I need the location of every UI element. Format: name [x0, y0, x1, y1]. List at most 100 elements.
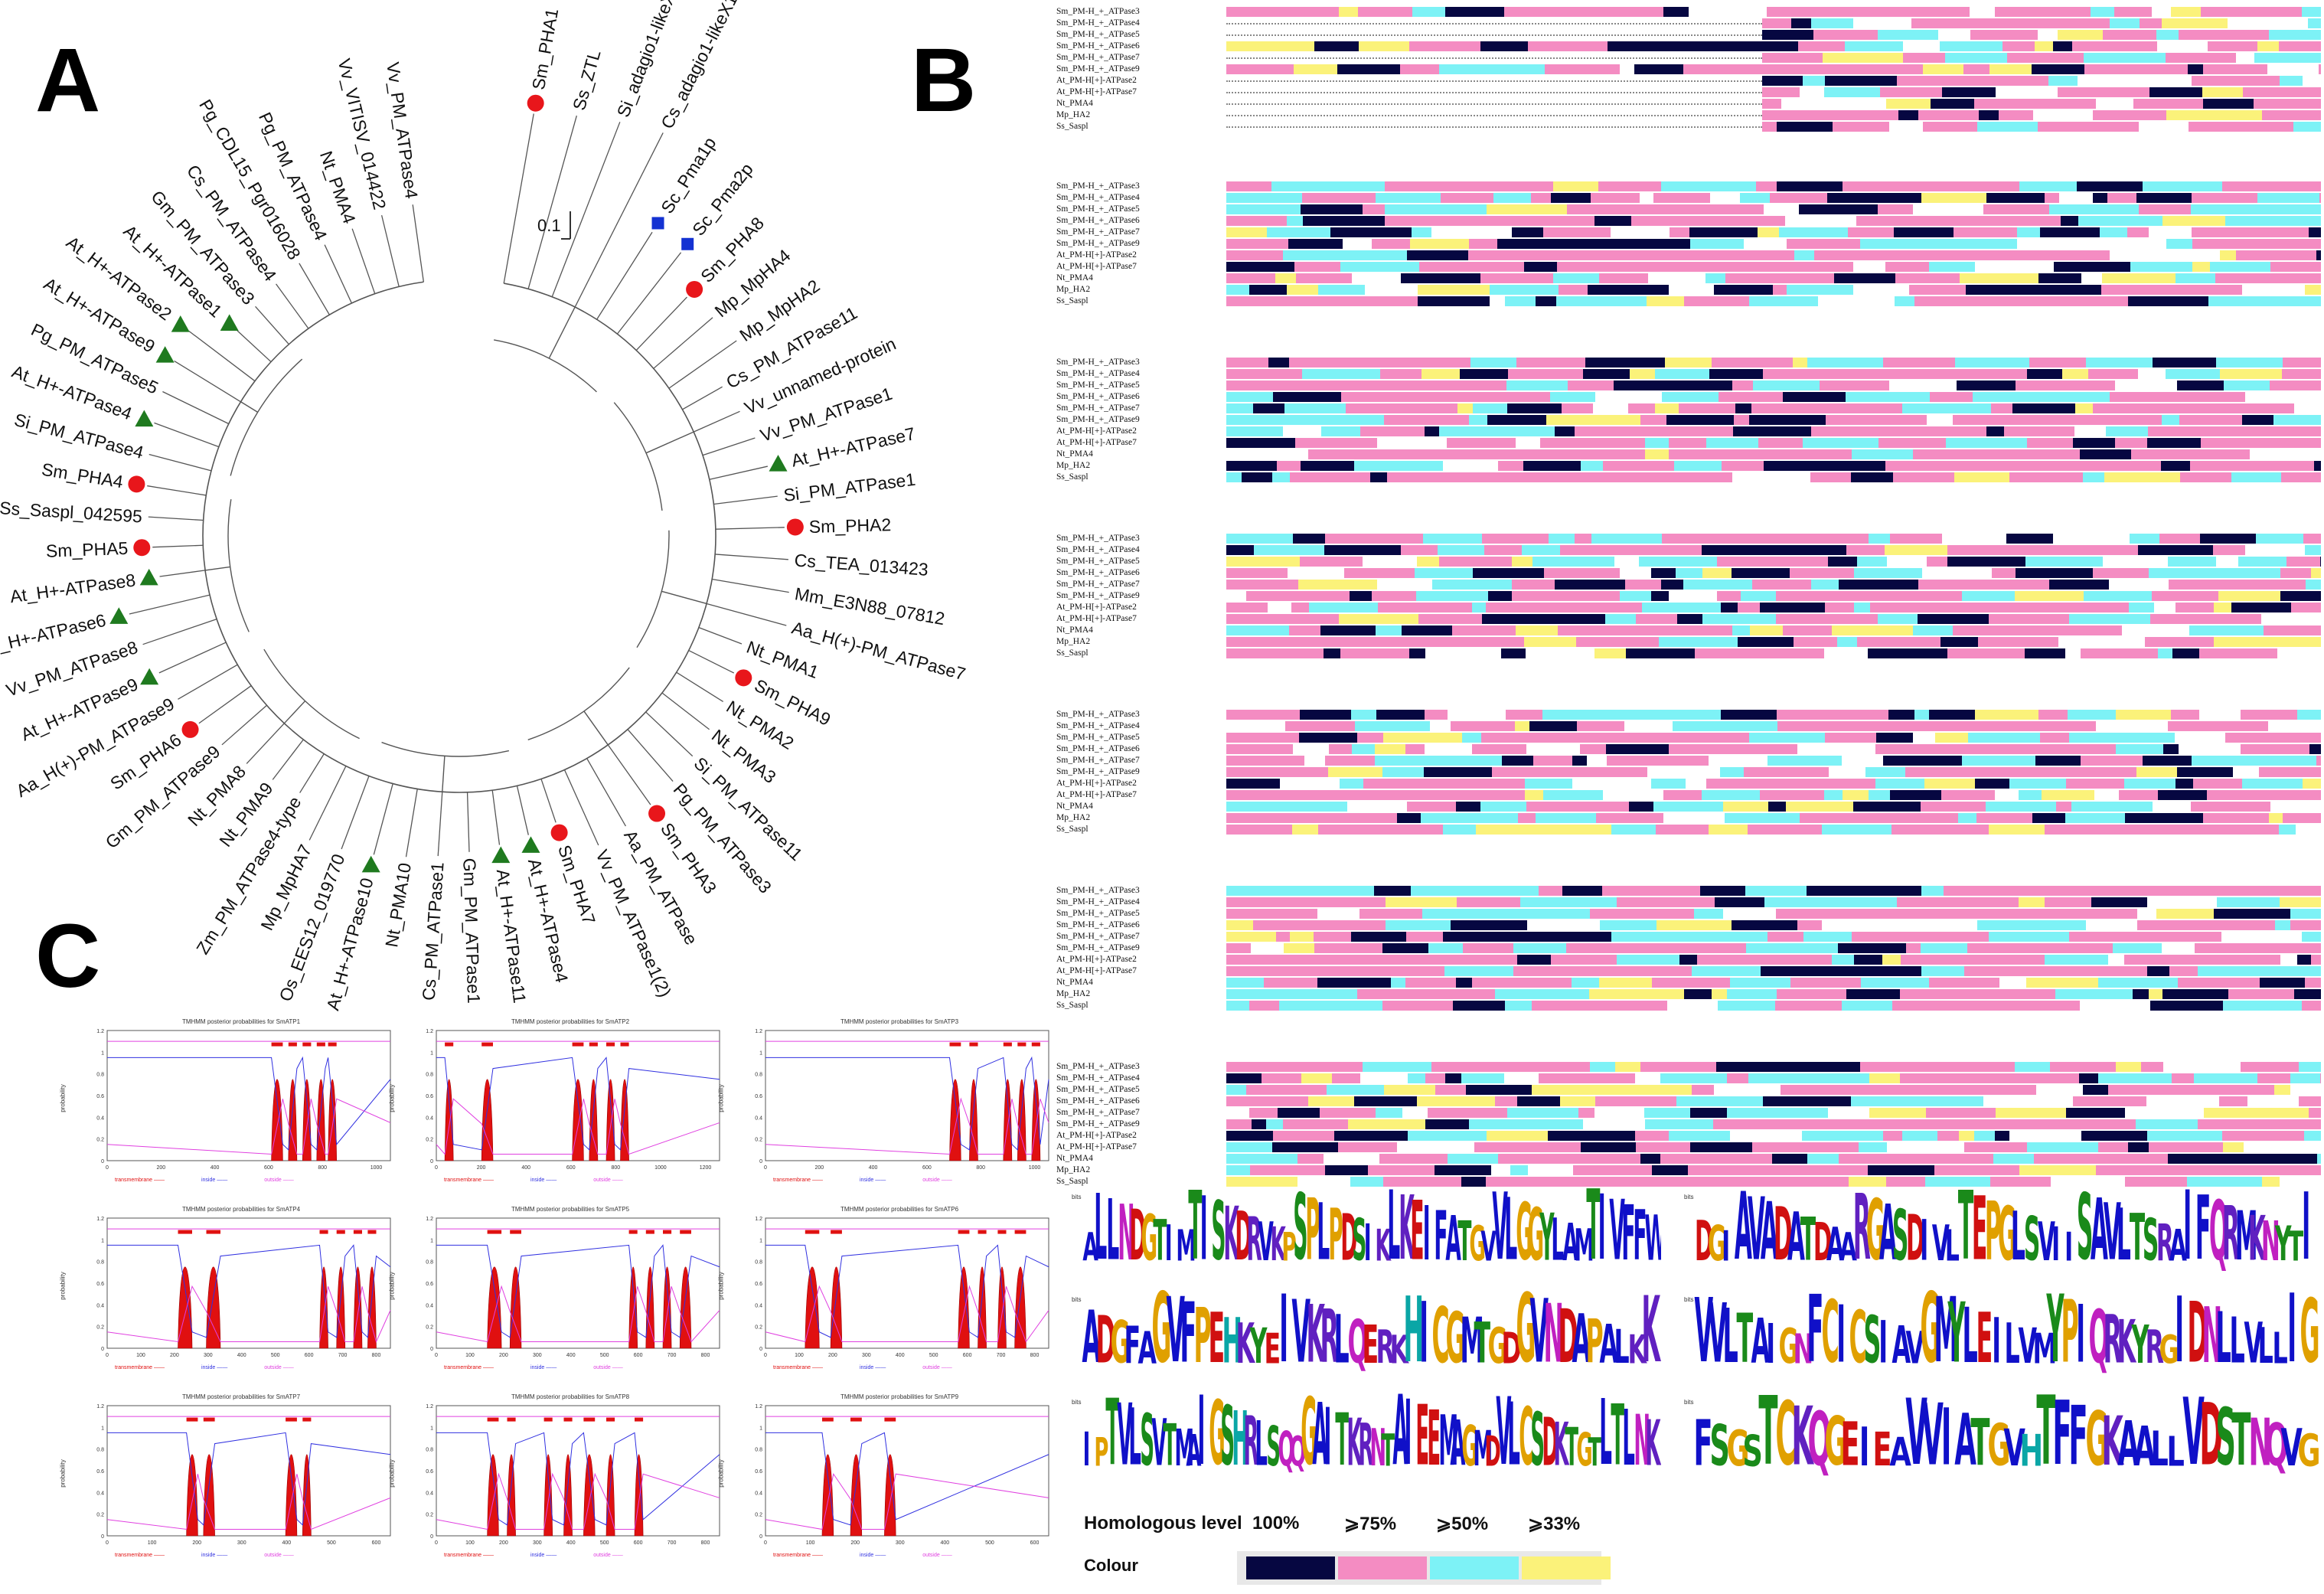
tmhmm-x-tick: 0	[435, 1540, 438, 1546]
tmhmm-plot: TMHMM posterior probabilities for SmATP9…	[718, 1393, 1056, 1566]
legend-title: Homologous level	[1084, 1513, 1242, 1534]
logo-axis-label: bits	[1072, 1194, 1082, 1200]
alignment-sequence-name: Sm_PM-H_+_ATPase5	[1056, 909, 1140, 918]
tmhmm-x-tick: 0	[106, 1165, 109, 1171]
logo-letter: I	[2175, 1288, 2184, 1376]
logo-letter: L	[1962, 1292, 1978, 1376]
tmhmm-x-tick: 300	[896, 1540, 905, 1546]
triangle-marker-icon	[171, 315, 190, 332]
logo-letter: V	[1905, 1390, 1927, 1478]
logo-letter: R	[2156, 1213, 2174, 1272]
tree-leaf-label: At_H+-ATPase8	[8, 570, 136, 606]
logo-letter: C	[1774, 1390, 1796, 1478]
logo-letter: G	[1778, 1318, 1800, 1374]
logo-letter: L	[2004, 1311, 2020, 1376]
tmhmm-x-tick: 600	[372, 1540, 381, 1546]
tmhmm-y-tick: 0.8	[755, 1260, 762, 1266]
logo-letter: G	[1301, 1390, 1317, 1478]
logo-letter: A	[1751, 1305, 1770, 1376]
tmhmm-x-tick: 1000	[370, 1165, 383, 1171]
logo-letter: I	[1836, 1289, 1846, 1376]
logo-letter: T	[2035, 1390, 2056, 1478]
logo-letter: I	[2065, 1223, 2074, 1270]
tmhmm-y-tick: 0.8	[96, 1448, 104, 1453]
logo-letter: A	[2090, 1185, 2108, 1273]
logo-letter: I	[1279, 1288, 1288, 1376]
tmhmm-plot-title: TMHMM posterior probabilities for SmATP3	[840, 1018, 959, 1025]
circle-marker-icon	[550, 824, 568, 841]
logo-letter: V	[1492, 1185, 1509, 1273]
alignment-sequence-name: At_PM-H[+]-ATPase2	[1056, 955, 1137, 964]
logo-letter: V	[1609, 1185, 1626, 1273]
logo-letter: N	[2202, 1291, 2222, 1376]
tmhmm-y-tick: 1	[430, 1426, 433, 1431]
alignment-sequence-name: Sm_PM-H_+_ATPase3	[1056, 710, 1140, 719]
tmhmm-x-tick: 200	[850, 1540, 860, 1546]
logo-letter: L	[2272, 1323, 2288, 1374]
logo-letter: L	[1945, 1220, 1960, 1271]
alignment-sequence-name: Sm_PM-H_+_ATPase9	[1056, 767, 1140, 776]
logo-letter: Y	[1947, 1288, 1966, 1376]
logo-letter: V	[1258, 1210, 1275, 1273]
tmhmm-legend-item: outside ——	[593, 1178, 623, 1183]
tmhmm-x-tick: 400	[521, 1165, 530, 1171]
tmhmm-x-tick: 200	[192, 1540, 201, 1546]
alignment-row	[1226, 1073, 2321, 1083]
alignment-row	[1226, 239, 2321, 249]
logo-letter: E	[1410, 1185, 1425, 1273]
logo-letter: A	[1839, 1224, 1858, 1270]
logo-letter: T	[1105, 1390, 1120, 1478]
tree-leaf-label: Si_PM_ATPase1	[782, 469, 916, 505]
logo-letter: K	[2117, 1308, 2136, 1376]
alignment-sequence-name: Mp_HA2	[1056, 110, 1091, 119]
tree-leaf-label: Nt_PMA1	[744, 637, 821, 682]
tmhmm-plot: TMHMM posterior probabilities for SmATP1…	[60, 1018, 398, 1191]
logo-letter: V	[2018, 1318, 2038, 1374]
logo-letter: G	[1469, 1216, 1486, 1272]
logo-letter: G	[1110, 1308, 1131, 1376]
logo-letter: S	[2077, 1185, 2094, 1273]
tmhmm-x-tick: 400	[566, 1353, 576, 1358]
logo-letter: N	[1634, 1400, 1651, 1478]
logo-letter: S	[1892, 1194, 1909, 1273]
logo-letter: Q	[2208, 1185, 2228, 1273]
alignment-sequence-name: At_PM-H[+]-ATPase2	[1056, 76, 1137, 85]
logo-letter: C	[1821, 1288, 1839, 1376]
tmhmm-legend-item: outside ——	[593, 1553, 623, 1558]
logo-letter: E	[1971, 1185, 1987, 1273]
homology-legend: Homologous level 100% ⩾75% ⩾50% ⩾33% Col…	[1084, 1507, 1611, 1591]
alignment-row	[1226, 193, 2321, 203]
logo-letter: F	[1434, 1197, 1448, 1273]
tree-leaf-label: Cs_TEA_013423	[794, 550, 929, 579]
logo-letter: H	[1232, 1395, 1249, 1478]
logo-letter: V	[1905, 1321, 1925, 1374]
logo-letter: S	[2024, 1204, 2041, 1273]
logo-letter: R	[1376, 1321, 1395, 1374]
alignment-sequence-name: Ss_Saspl	[1056, 1177, 1089, 1186]
logo-letter: H	[2019, 1425, 2044, 1476]
tmhmm-y-tick: 0.8	[426, 1260, 433, 1266]
logo-letter: D	[2187, 1288, 2208, 1376]
logo-axis-label: bits	[1072, 1296, 1082, 1303]
tmhmm-x-tick: 500	[327, 1540, 336, 1546]
logo-letter: D	[1340, 1200, 1357, 1273]
circle-marker-icon	[735, 669, 752, 687]
logo-letter: V	[1921, 1390, 1944, 1478]
alignment-sequence-name: Sm_PM-H_+_ATPase3	[1056, 886, 1140, 895]
logo-letter: A	[1445, 1203, 1461, 1273]
tmhmm-y-tick: 0.2	[96, 1513, 104, 1518]
alignment-row	[1226, 886, 2321, 896]
logo-letter: E	[1872, 1422, 1892, 1477]
logo-letter: L	[1551, 1206, 1565, 1273]
alignment-row	[1226, 381, 2321, 390]
logo-letter: M	[1174, 1418, 1195, 1478]
logo-letter: Y	[2131, 1314, 2149, 1375]
alignment-row	[1226, 626, 2321, 635]
logo-letter: G	[2159, 1327, 2180, 1373]
